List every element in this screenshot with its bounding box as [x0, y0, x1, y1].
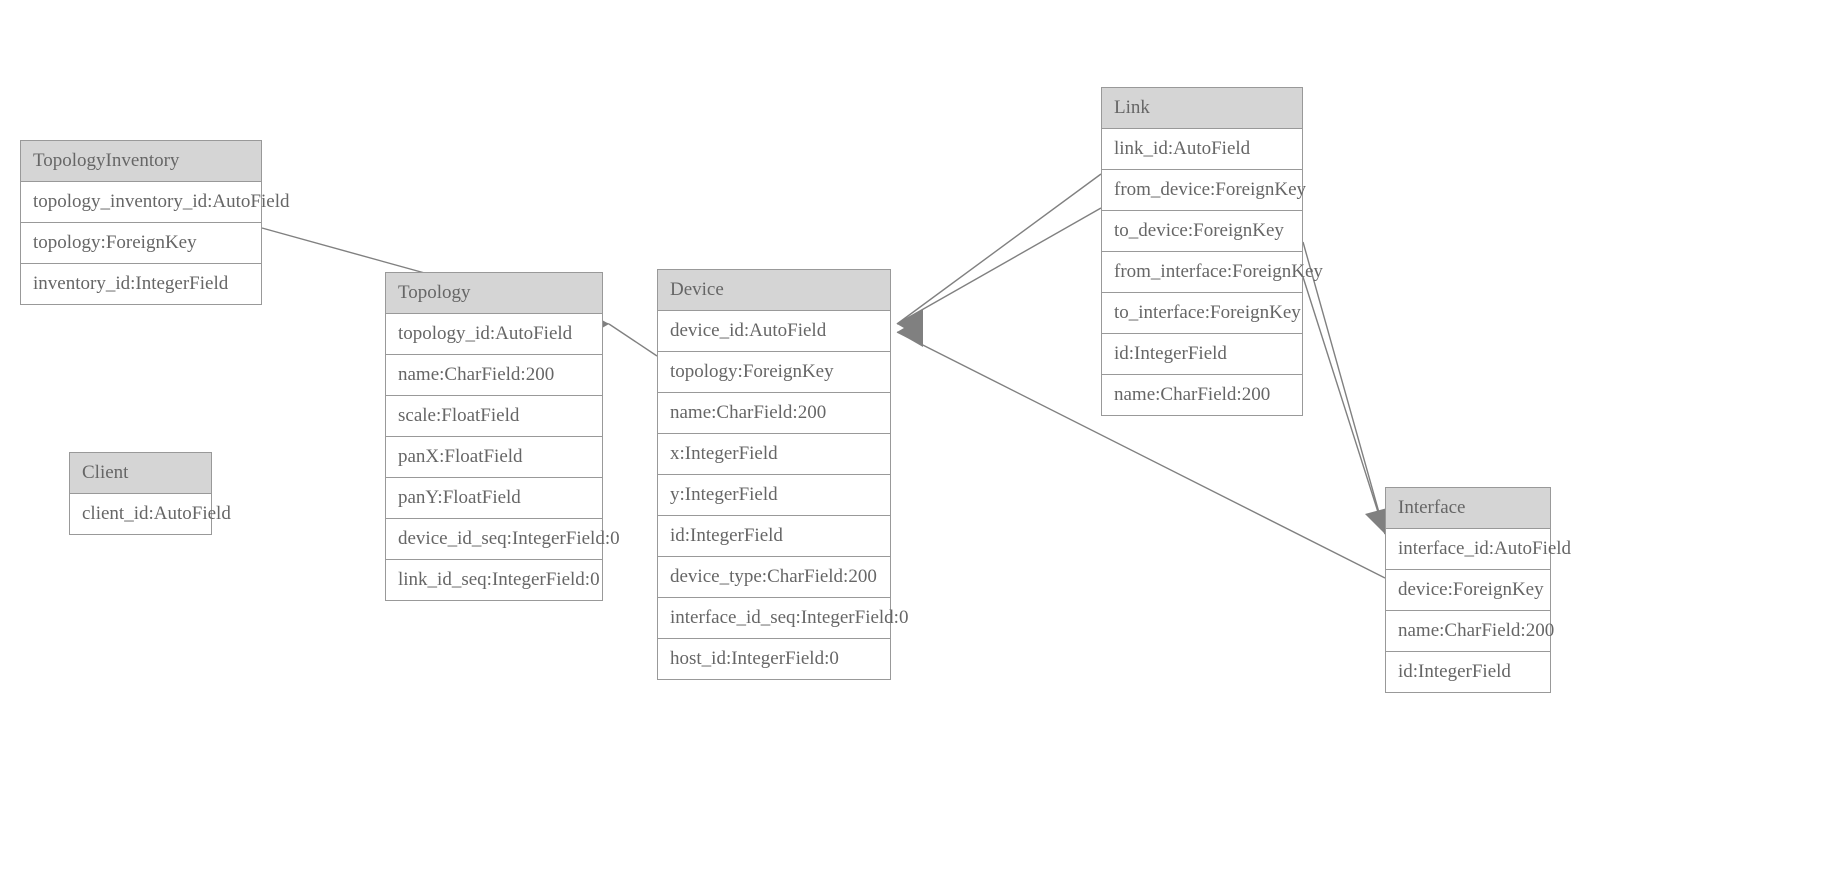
arrowhead-interface-device: [897, 317, 923, 347]
entity-field-row: name:CharField:200: [386, 355, 602, 396]
entity-field-row: device_id:AutoField: [658, 311, 890, 352]
entity-field-row: id:IntegerField: [658, 516, 890, 557]
entity-field-row: client_id:AutoField: [70, 494, 231, 534]
entity-field-row: panX:FloatField: [386, 437, 602, 478]
entity-field-row: topology_inventory_id:AutoField: [21, 182, 290, 223]
entity-field-row: device_id_seq:IntegerField:0: [386, 519, 620, 560]
entity-field-row: topology:ForeignKey: [21, 223, 261, 264]
entity-field-row: to_device:ForeignKey: [1102, 211, 1302, 252]
relationship-line-link-to-device: [896, 207, 1102, 325]
entity-field-row: interface_id:AutoField: [1386, 529, 1571, 570]
entity-field-row: topology:ForeignKey: [658, 352, 890, 393]
entity-field-row: from_interface:ForeignKey: [1102, 252, 1323, 293]
entity-field-row: from_device:ForeignKey: [1102, 170, 1306, 211]
entity-field-row: name:CharField:200: [658, 393, 890, 434]
entity-field-row: link_id_seq:IntegerField:0: [386, 560, 602, 600]
entity-field-row: id:IntegerField: [1386, 652, 1550, 692]
entity-field-row: name:CharField:200: [1102, 375, 1302, 415]
entity-field-row: y:IntegerField: [658, 475, 890, 516]
entity-field-row: device:ForeignKey: [1386, 570, 1550, 611]
entity-title-topology: Topology: [386, 273, 602, 314]
entity-field-row: inventory_id:IntegerField: [21, 264, 261, 304]
entity-title-interface: Interface: [1386, 488, 1550, 529]
entity-field-row: device_type:CharField:200: [658, 557, 890, 598]
entity-field-row: id:IntegerField: [1102, 334, 1302, 375]
entity-field-row: x:IntegerField: [658, 434, 890, 475]
entity-title-link: Link: [1102, 88, 1302, 129]
entity-field-row: interface_id_seq:IntegerField:0: [658, 598, 908, 639]
entity-field-row: name:CharField:200: [1386, 611, 1554, 652]
relationship-line-device-topology: [608, 323, 658, 357]
entity-field-row: host_id:IntegerField:0: [658, 639, 890, 679]
relationship-line-link-from-interface: [1302, 241, 1386, 535]
arrowhead-link-from-device: [897, 309, 923, 339]
entity-field-row: topology_id:AutoField: [386, 314, 602, 355]
entity-field-row: to_interface:ForeignKey: [1102, 293, 1302, 334]
entity-field-row: scale:FloatField: [386, 396, 602, 437]
entity-field-row: link_id:AutoField: [1102, 129, 1302, 170]
entity-title-topology-inventory: TopologyInventory: [21, 141, 261, 182]
entity-field-row: panY:FloatField: [386, 478, 602, 519]
relationship-line-link-from-device: [896, 173, 1102, 325]
entity-title-client: Client: [70, 453, 211, 494]
entity-title-device: Device: [658, 270, 890, 311]
relationship-line-link-to-interface: [1302, 276, 1386, 535]
